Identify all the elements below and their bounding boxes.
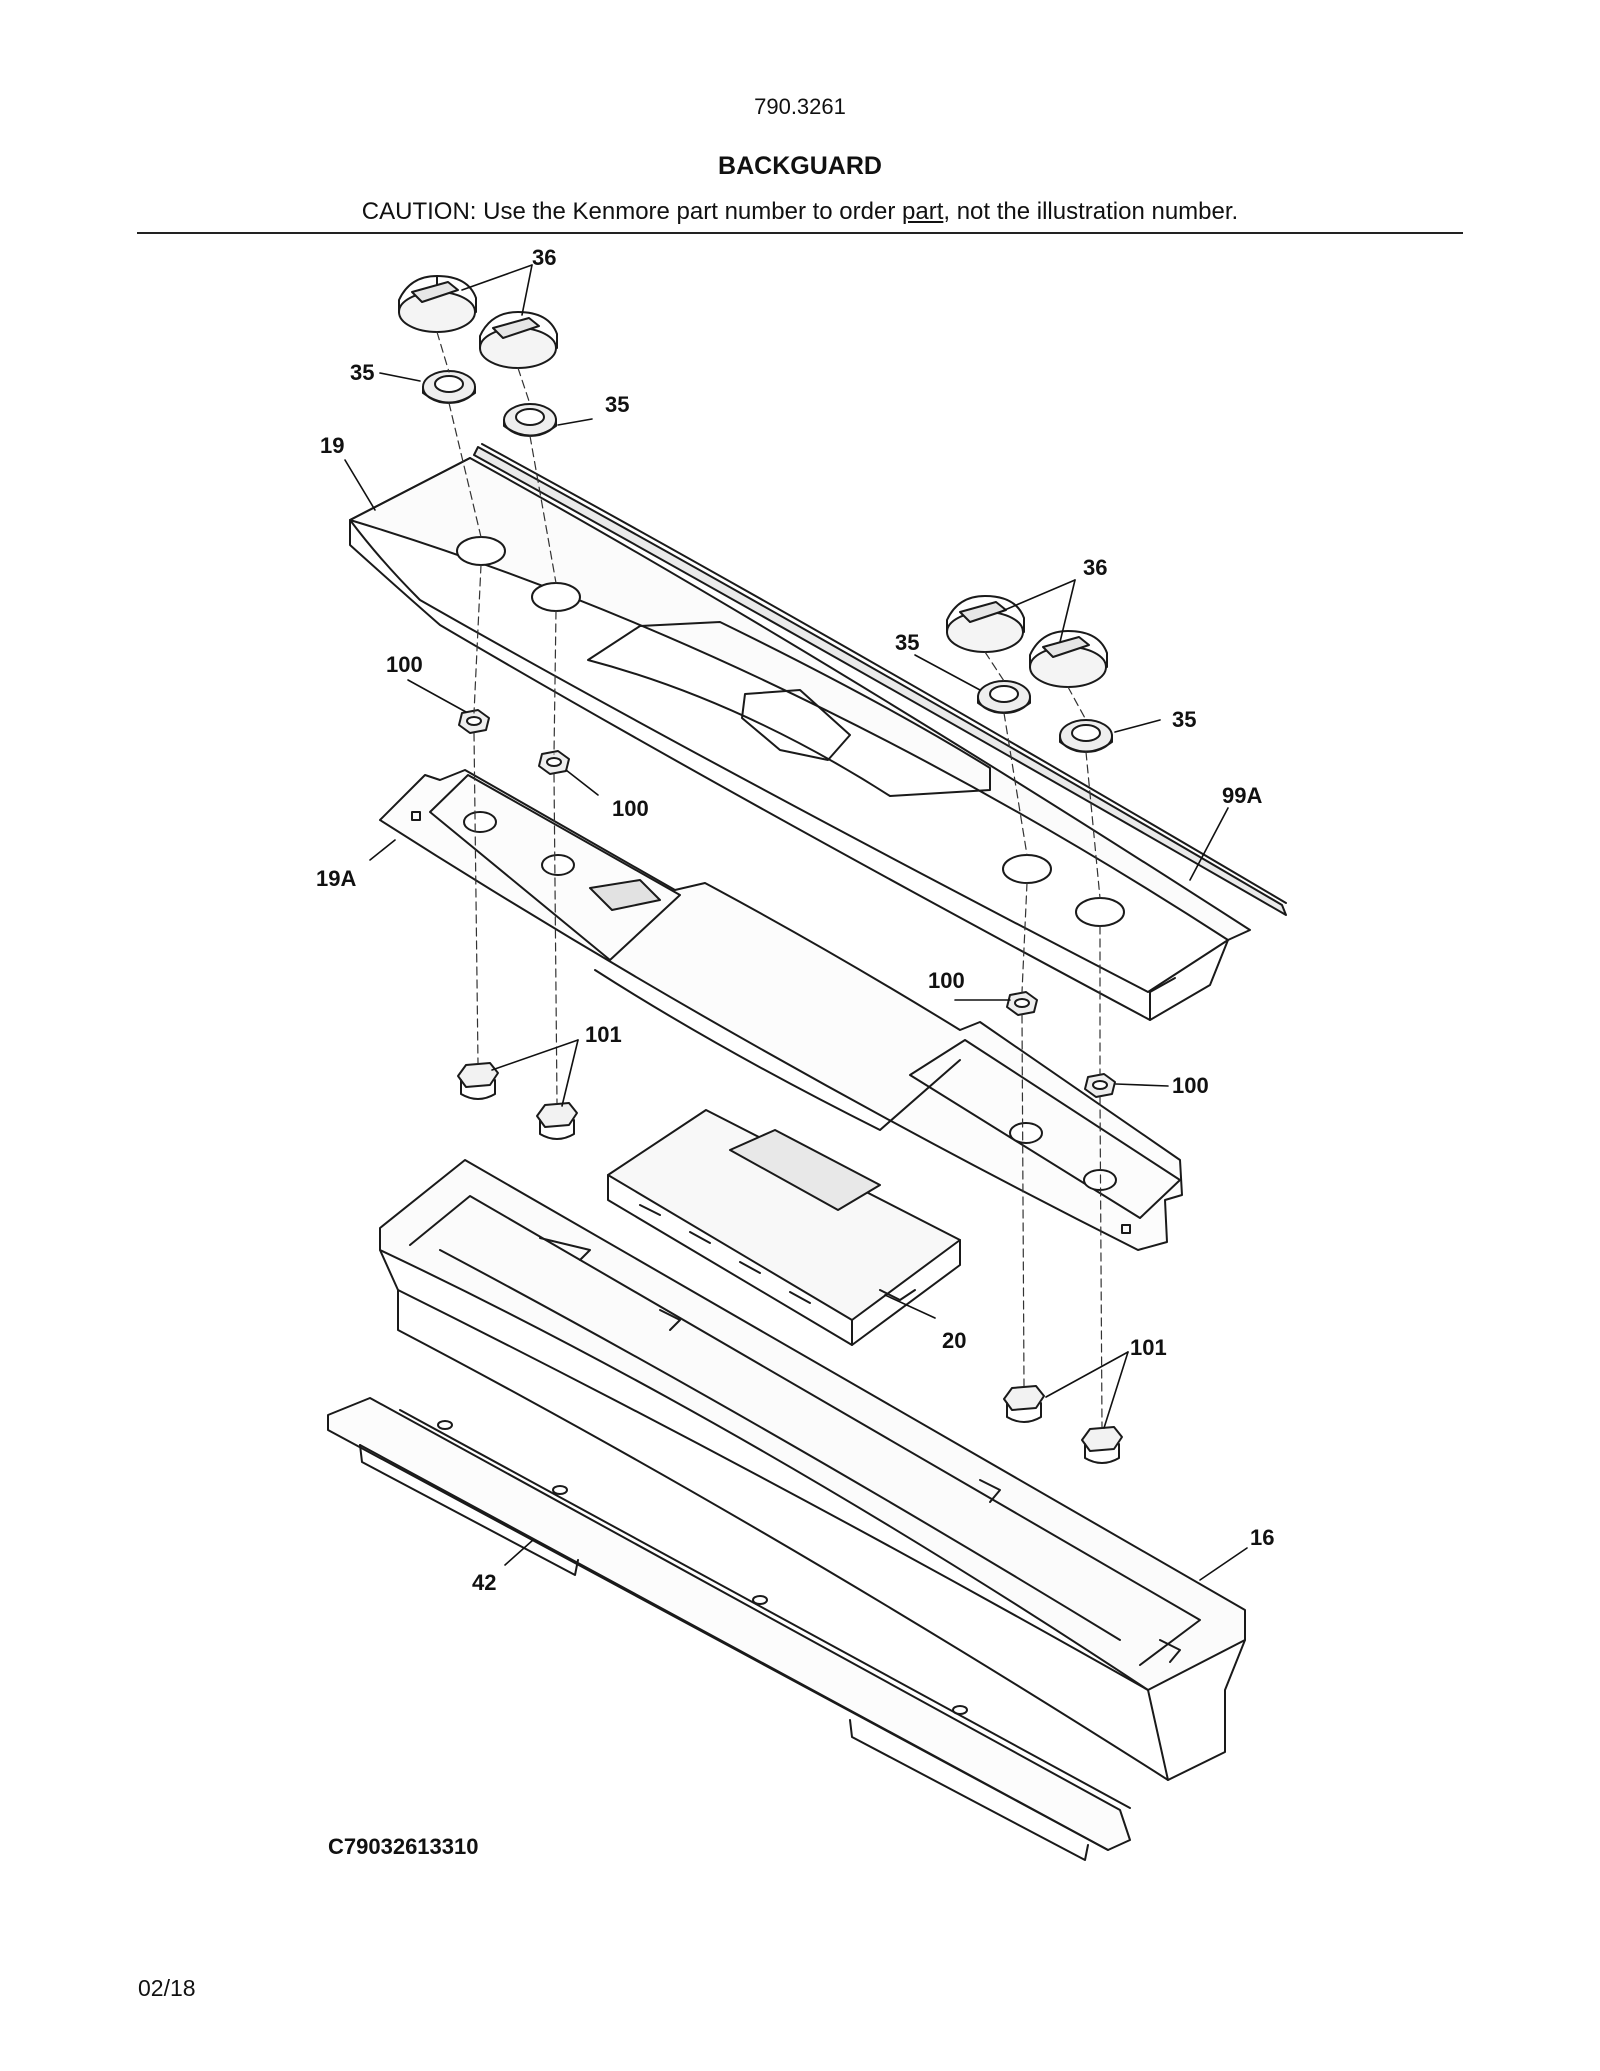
model-number: 790.3261 [754,94,846,119]
nut-3 [1003,1385,1045,1423]
nut-4 [1081,1426,1123,1464]
console-panel [349,457,1251,1021]
callout-35-right-1: 35 [895,630,919,655]
nut-1 [457,1062,499,1100]
leader-lines [344,264,1248,1581]
header-divider [137,232,1463,234]
control-board [607,1109,961,1346]
caution-note: CAUTION: Use the Kenmore part number to … [0,198,1600,226]
callout-20: 20 [942,1328,966,1353]
callout-100-2: 100 [612,796,649,821]
washer-4 [1084,1073,1116,1098]
callout-16: 16 [1250,1525,1274,1550]
caution-suffix: , not the illustration number. [943,198,1239,225]
callout-35-right-2: 35 [1172,707,1196,732]
trim-strip [473,443,1287,916]
lower-shield [327,1397,1131,1861]
washer-3 [1006,991,1038,1016]
knob-right-2 [1029,630,1108,688]
knob-top-right [479,311,558,369]
callout-19A: 19A [316,866,356,891]
callout-100-3: 100 [928,968,965,993]
callout-19: 19 [320,433,344,458]
callout-36-top: 36 [532,245,556,270]
callout-100-4: 100 [1172,1073,1209,1098]
callout-36-right: 36 [1083,555,1107,580]
callout-101-left: 101 [585,1022,622,1047]
revision-date: 02/18 [138,1975,196,2001]
callout-35-top-left: 35 [350,360,374,385]
bezel-top-right [503,403,557,437]
section-title: BACKGUARD [718,152,882,180]
washer-1 [458,709,490,734]
backguard-frame [379,1159,1246,1781]
knob-right-1 [946,595,1025,653]
diagram-code: C79032613310 [328,1834,479,1859]
callout-100-1: 100 [386,652,423,677]
callout-101-right: 101 [1130,1335,1167,1360]
callout-42: 42 [472,1570,496,1595]
bezel-top-left [422,370,476,404]
mounting-bracket [379,769,1183,1251]
caution-link-part[interactable]: part [902,198,944,225]
callout-35-top-right: 35 [605,392,629,417]
bezel-right-1 [977,680,1031,714]
caution-prefix: CAUTION: Use the Kenmore part number to … [361,198,902,225]
washer-2 [538,750,570,775]
bezel-right-2 [1059,719,1113,753]
nut-2 [536,1102,578,1140]
callout-99A: 99A [1222,783,1262,808]
knob-top-left [398,275,477,333]
